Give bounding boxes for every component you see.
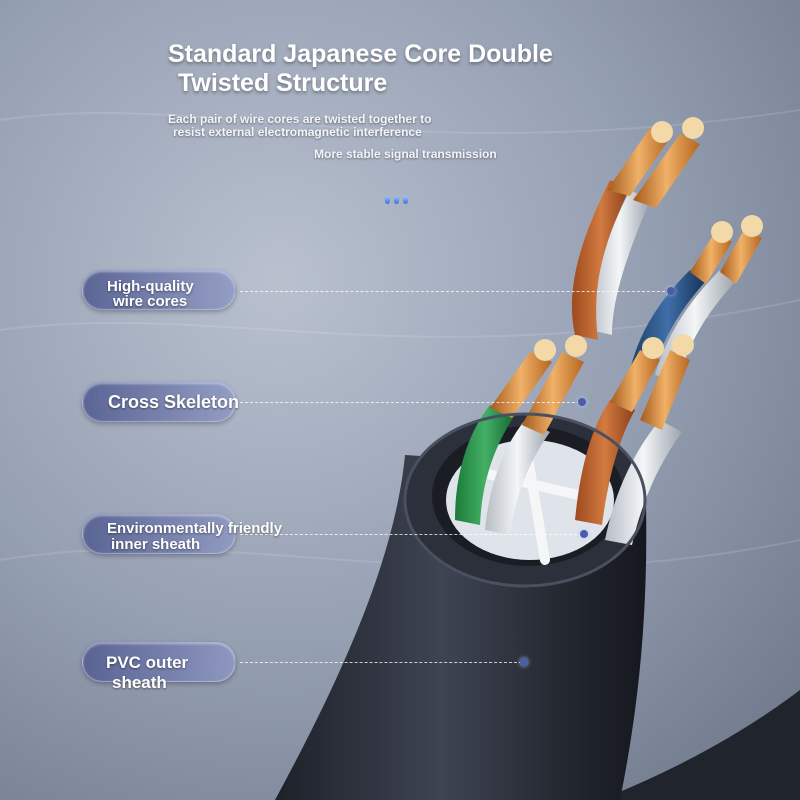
callout-pill-inner-sheath	[82, 514, 236, 554]
leader-line-wire-cores	[240, 291, 670, 292]
subtitle-line-2: resist external electromagnetic interfer…	[173, 125, 422, 139]
leader-dot-cross-skeleton	[578, 398, 586, 406]
callout-inner-sheath-line-2: inner sheath	[111, 536, 201, 553]
callout-label-cross-skeleton: Cross Skeleton	[108, 392, 239, 412]
leader-dot-wire-cores	[667, 287, 675, 295]
dot-icon	[394, 196, 399, 204]
callout-wire-cores-line-2: wire cores	[113, 293, 188, 310]
dot-icon	[385, 196, 390, 204]
callout-pill-cross-skeleton	[82, 382, 236, 422]
dot-icon	[403, 196, 408, 204]
callout-outer-sheath-line-1: PVC outer	[106, 653, 189, 672]
callout-label-outer-sheath: PVC outer sheath	[106, 653, 188, 693]
leader-line-inner-sheath	[240, 534, 582, 535]
title-line-1: Standard Japanese Core Double	[168, 40, 553, 68]
leader-dot-outer-sheath	[520, 658, 528, 666]
subtitle-line-3: More stable signal transmission	[314, 147, 497, 161]
callout-pill-wire-cores	[82, 270, 236, 310]
subtitle: Each pair of wire cores are twisted toge…	[168, 113, 431, 139]
leader-line-outer-sheath	[240, 662, 522, 663]
callout-label-wire-cores: High-quality wire cores	[107, 279, 194, 309]
page-title: Standard Japanese Core Double Twisted St…	[168, 40, 688, 98]
leader-line-cross-skeleton	[240, 402, 580, 403]
callout-label-inner-sheath: Environmentally friendly inner sheath	[107, 521, 282, 553]
title-line-2: Twisted Structure	[178, 69, 388, 97]
callout-outer-sheath-line-2: sheath	[112, 673, 167, 692]
callout-inner-sheath-line-1: Environmentally friendly	[107, 520, 283, 537]
subtitle-line-1: Each pair of wire cores are twisted toge…	[168, 112, 432, 126]
leader-dot-inner-sheath	[580, 530, 588, 538]
callout-pill-outer-sheath	[82, 642, 236, 682]
callout-cross-skeleton-line-1: Cross Skeleton	[108, 392, 240, 412]
callout-wire-cores-line-1: High-quality	[107, 278, 194, 295]
pagination-dots	[385, 196, 408, 204]
